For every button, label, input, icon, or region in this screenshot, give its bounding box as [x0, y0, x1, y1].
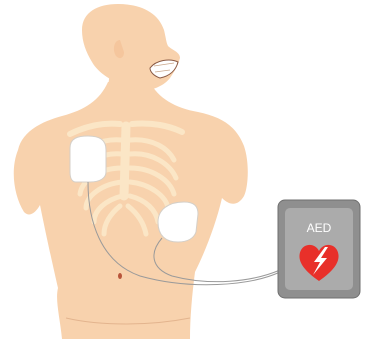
- electrode-pad-upper: [70, 136, 106, 182]
- head: [82, 4, 180, 90]
- navel: [118, 273, 122, 279]
- aed-label: AED: [307, 221, 332, 235]
- electrode-pad-lower: [158, 202, 198, 242]
- aed-device: AED: [278, 200, 360, 298]
